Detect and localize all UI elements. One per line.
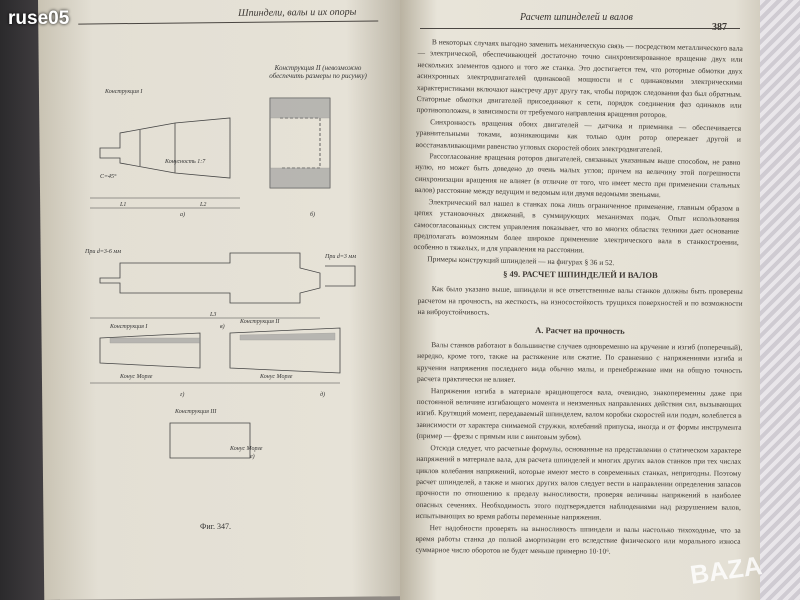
fig-label: Конус Морзе [229, 446, 263, 452]
page-number: 387 [712, 22, 727, 33]
technical-drawing-fig-347: Конструкция I Конусность 1:7 а) б) в) г)… [84, 89, 356, 460]
fig-label: L1 [119, 202, 126, 208]
fig-label: б) [310, 211, 315, 218]
fig-label: д) [320, 391, 325, 398]
fig-label: е) [250, 453, 255, 460]
head-rule [420, 28, 740, 29]
seller-watermark: ruse05 [8, 8, 70, 29]
fig-label: Конструкция I [104, 89, 143, 95]
paragraph: Отсюда следует, что расчетные формулы, о… [415, 442, 742, 522]
paragraph: Электрический вал нашел в станках пока л… [413, 196, 740, 255]
left-running-head: Шпиндели, валы и их опоры [238, 6, 357, 19]
right-page [400, 0, 772, 600]
fig-label-construction-ii: Конструкция II (невозможно обеспечить ра… [269, 64, 367, 80]
figure-caption: Фиг. 347. [200, 522, 231, 531]
fig-label: Конструкция III [174, 409, 217, 415]
section-title: § 49. РАСЧЕТ ШПИНДЕЛЕЙ И ВАЛОВ [503, 268, 658, 281]
fig-label: а) [180, 211, 185, 218]
fig-label: Конструкция I [109, 324, 148, 330]
fig-label: Конус Морзе [119, 374, 153, 380]
background-cloth [760, 0, 800, 600]
paragraph: Нет надобности проверять на выносливость… [415, 522, 741, 557]
paragraph: Напряжения изгиба в материале вращающего… [416, 385, 742, 442]
paragraph: Рассогласование вращения роторов двигате… [414, 151, 741, 200]
body-text-bottom: § 49. РАСЧЕТ ШПИНДЕЛЕЙ И ВАЛОВ Как было … [415, 262, 743, 559]
head-rule [78, 20, 379, 25]
paragraph: Валы станков работают в большинстве случ… [416, 340, 743, 385]
paragraph: Как было указано выше, шпиндели и все от… [417, 284, 743, 317]
fig-label: L3 [209, 312, 216, 318]
fig-label: г) [180, 391, 184, 398]
fig-label: При d=3 мм [324, 254, 356, 260]
right-running-head: Расчет шпинделей и валов [520, 12, 633, 23]
fig-label: Конусность 1:7 [164, 159, 206, 165]
fig-label: в) [220, 323, 225, 330]
fig-label: C=45° [100, 173, 117, 180]
body-text-top: В некоторых случаях выгодно заменить мех… [413, 36, 743, 271]
fig-label: Конус Морзе [259, 374, 293, 380]
fig-label: Конструкция II [239, 319, 280, 325]
paragraph: В некоторых случаях выгодно заменить мех… [416, 37, 743, 120]
subsection-title: А. Расчет на прочность [535, 324, 625, 336]
fig-label: L2 [199, 202, 206, 208]
fig-label: При d=3-6 мм [84, 249, 121, 255]
